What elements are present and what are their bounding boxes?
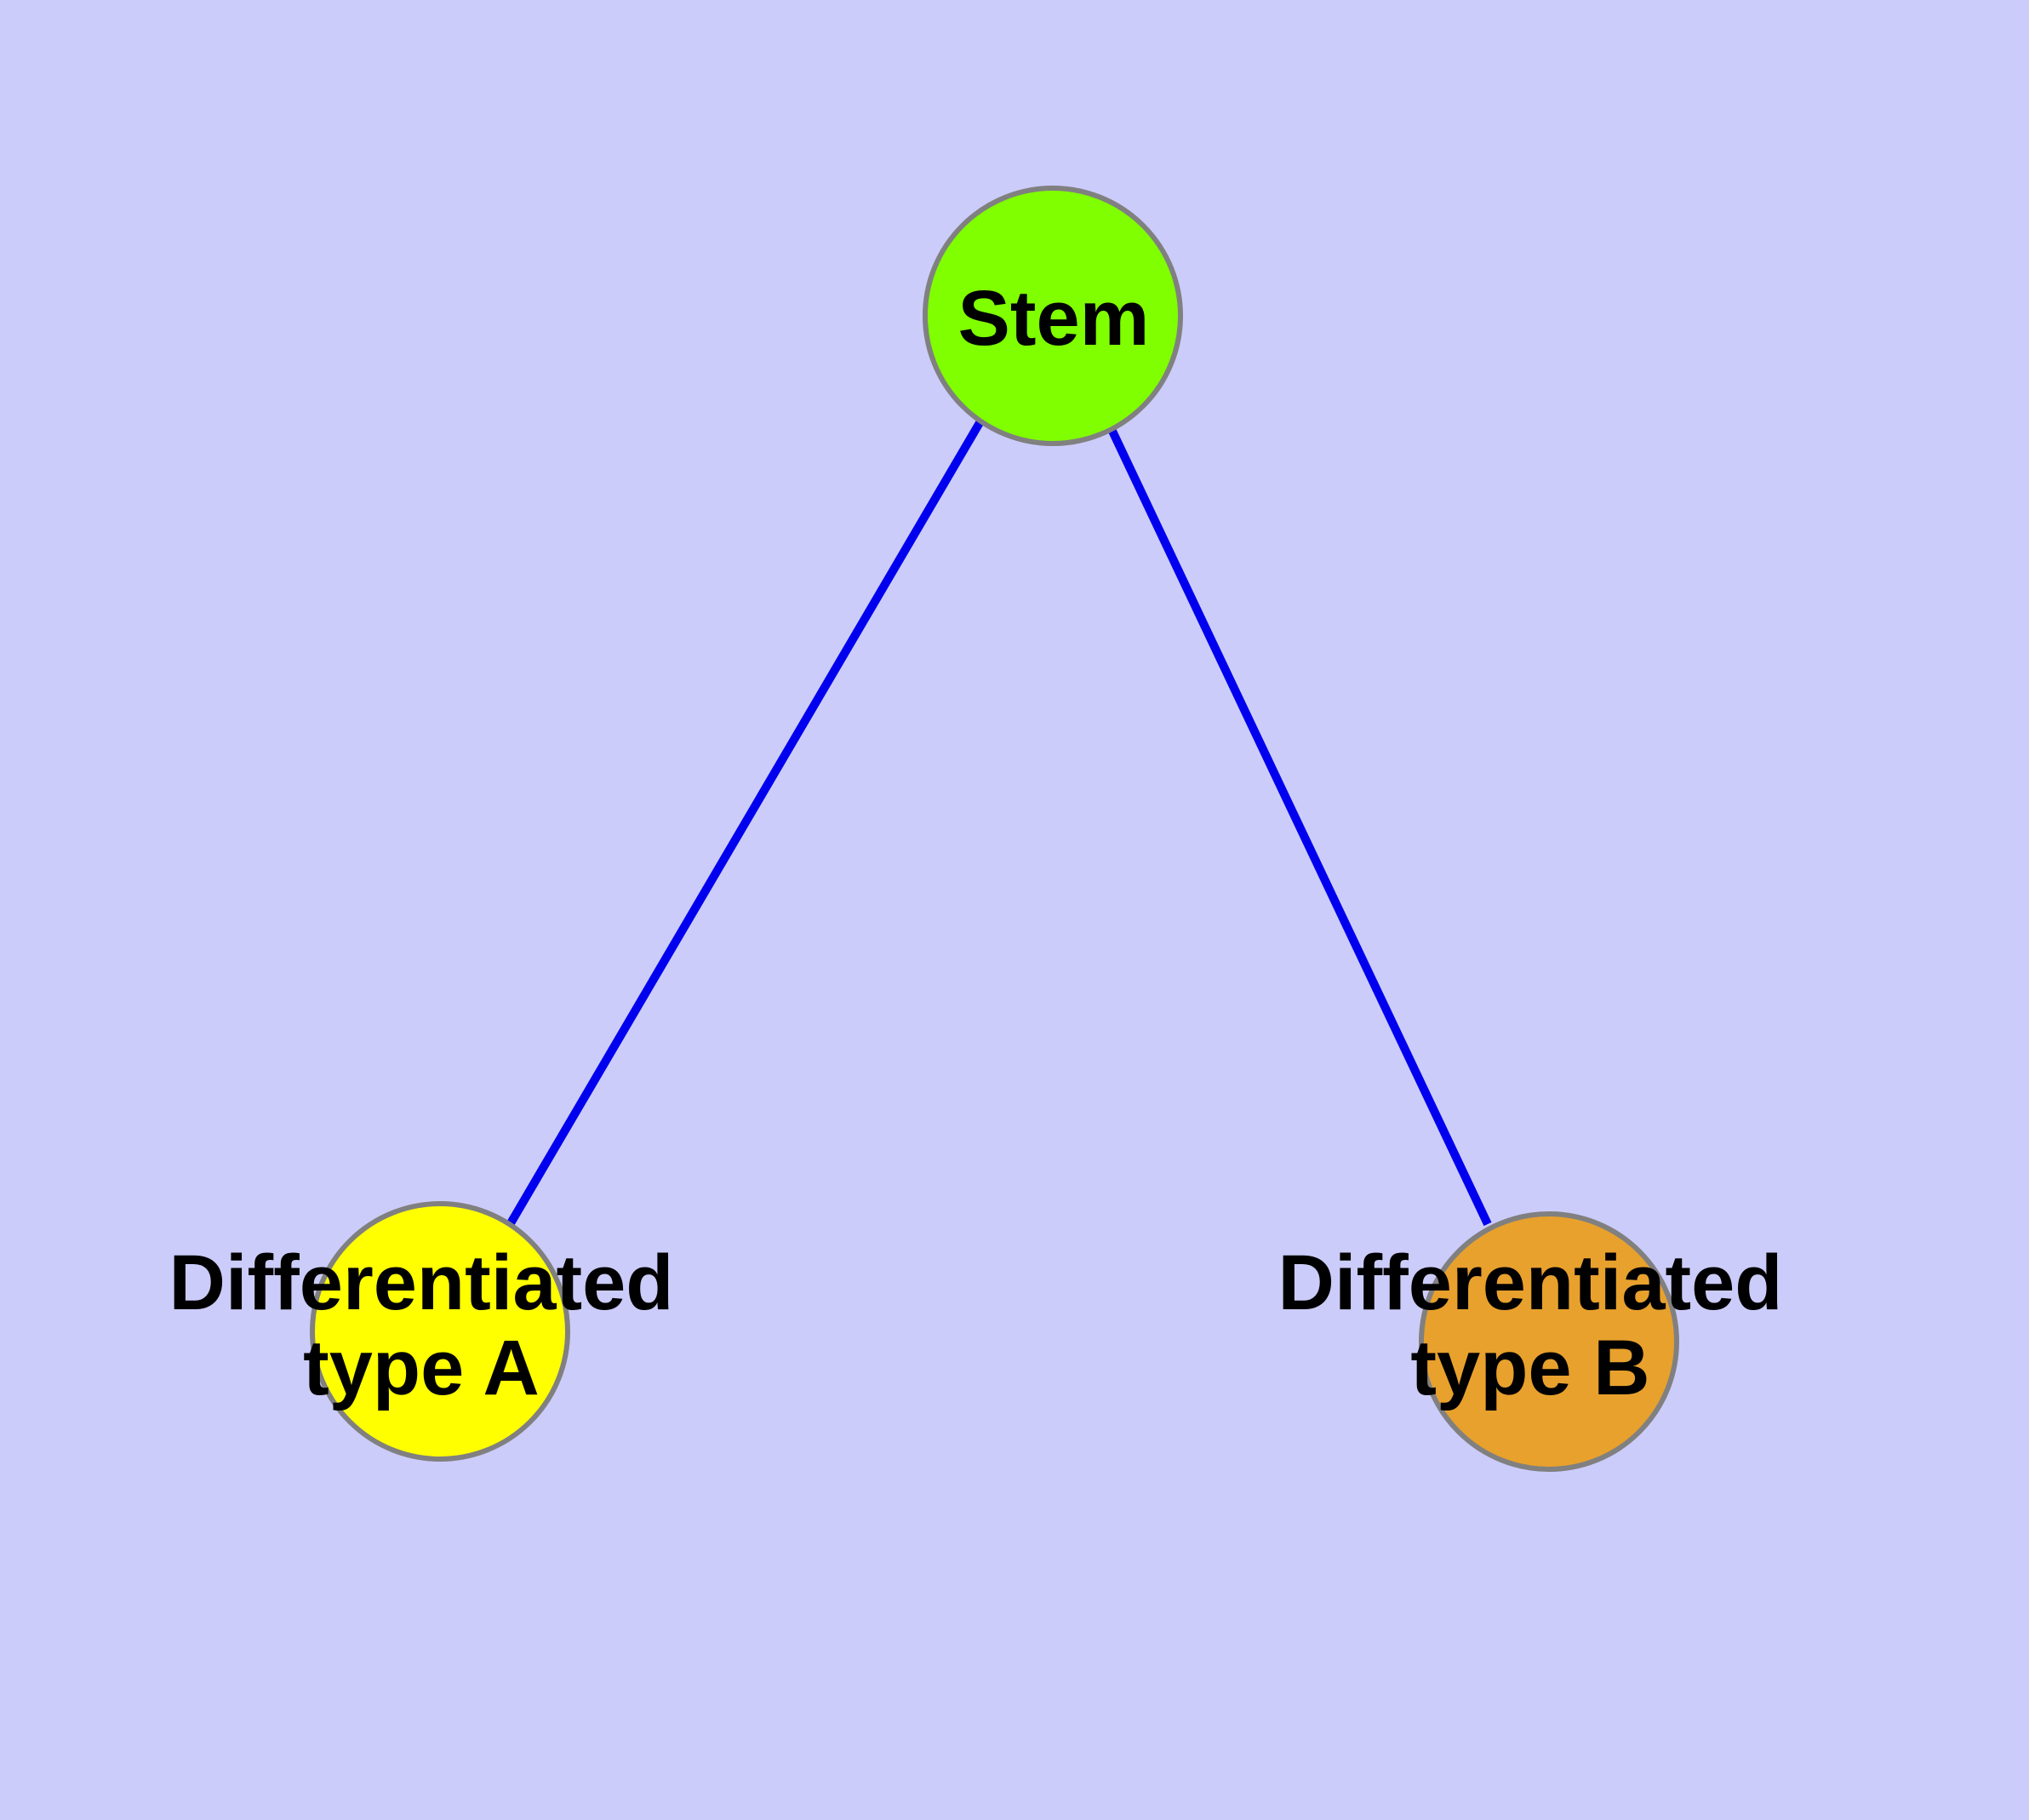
node-label-line: type A [303, 1325, 540, 1411]
node-diff-a[interactable] [310, 1201, 570, 1462]
node-diff-b[interactable] [1419, 1211, 1679, 1472]
edge-stem-to-diff-a[interactable] [506, 419, 985, 1226]
edge-stem-to-diff-b[interactable] [1106, 423, 1492, 1227]
edges-layer [506, 419, 1492, 1227]
node-label-line: Differentiated [1278, 1239, 1783, 1326]
node-stem[interactable] [923, 186, 1183, 446]
node-label-stem: Stem [958, 275, 1150, 362]
nodes-layer [310, 186, 1679, 1472]
node-label-line: Differentiated [169, 1239, 674, 1326]
node-label-line: Stem [958, 275, 1150, 362]
node-label-line: type B [1410, 1325, 1649, 1411]
